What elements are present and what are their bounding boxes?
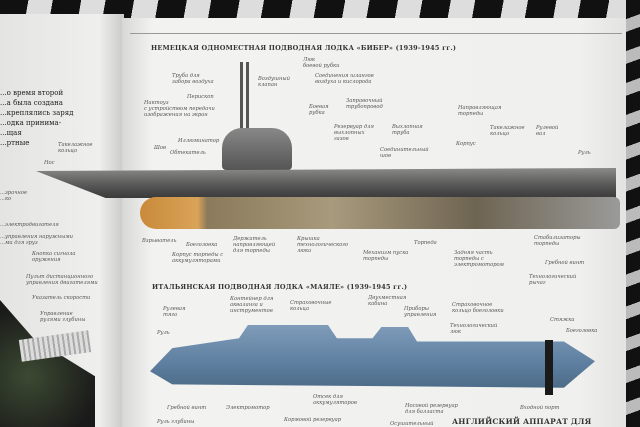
beaver-torpedo: [140, 197, 620, 229]
label: Стяжка: [550, 317, 575, 323]
label: Перископ: [187, 94, 214, 100]
label: Нос: [44, 160, 55, 166]
label: Люк боевой рубки: [303, 57, 340, 69]
left-page-body-text: ...о время второй ...а была создана ...к…: [0, 89, 74, 147]
label: Стабилизаторы торпеды: [534, 235, 581, 247]
label: Механизм пуска торпеды: [363, 250, 409, 262]
label: Технологический люк: [450, 323, 498, 335]
label: Руль: [157, 330, 170, 336]
beaver-conning-tower: [222, 128, 292, 170]
label: Двухместная кабина: [368, 295, 407, 307]
label: Обтекатель: [170, 150, 206, 156]
label: Руль глубины: [157, 419, 195, 425]
label: Приборы управления: [404, 306, 437, 318]
label: Носовой резервуар для балласта: [405, 403, 458, 415]
label: Воздушный клапан: [258, 76, 290, 88]
label: Резервуар для выхлопных газов: [334, 124, 374, 142]
background-fabric: [0, 0, 640, 18]
label: Соединительный шов: [380, 147, 429, 159]
label: Такелажное кольцо: [490, 125, 525, 137]
label: Торпеда: [414, 240, 437, 246]
label: Кормовой резервуар: [284, 417, 342, 423]
periscope: [246, 62, 249, 132]
label: Боеголовка: [566, 328, 598, 334]
background-fabric-right: [626, 0, 640, 427]
label: Страховочные кольца: [290, 300, 332, 312]
label: Такелажное кольцо: [58, 142, 93, 154]
label: Труба для забора воздуха: [172, 73, 214, 85]
label: Электромотор: [226, 405, 270, 411]
label: Корпус: [456, 141, 476, 147]
label: Руль: [578, 150, 591, 156]
label: Иллюминатор: [178, 138, 220, 144]
label: Гребной винт: [545, 260, 585, 266]
label: Входной порт: [520, 405, 560, 411]
label: Нактоуз с устройством передачи изображен…: [144, 100, 215, 118]
label: Направляющая торпеды: [458, 105, 502, 117]
label: Отсек для аккумуляторов: [313, 394, 357, 406]
label: Пульт дистанционного управления двигател…: [26, 274, 98, 286]
label: Боевая рубка: [309, 104, 329, 116]
label: Задняя часть торпеды с электромотором: [454, 250, 504, 268]
label: Осушительный: [390, 421, 434, 427]
next-section-title: АНГЛИЙСКИЙ АППАРАТ ДЛЯ: [452, 417, 592, 426]
header-rule: [130, 33, 622, 34]
beaver-title: НЕМЕЦКАЯ ОДНОМЕСТНАЯ ПОДВОДНАЯ ЛОДКА «БИ…: [151, 44, 457, 52]
label: Держатель направляющей для торпеды: [233, 236, 276, 254]
label: Гребной винт: [167, 405, 207, 411]
label: Крышка технологического люка: [297, 236, 349, 254]
label: Кнопка сигнала оружения: [32, 251, 76, 263]
air-intake-pipe: [240, 62, 243, 132]
label: Заправочный трубопровод: [346, 98, 383, 110]
label: Взрыватель: [142, 238, 177, 244]
label: Технологический рычаг: [529, 274, 577, 286]
beaver-hull: [36, 168, 616, 198]
label: Страховочное кольцо боеголовки: [452, 302, 504, 314]
maiale-title: ИТАЛЬЯНСКАЯ ПОДВОДНАЯ ЛОДКА «МАЯЛЕ» (193…: [152, 283, 408, 291]
label: Боеголовка: [186, 242, 218, 248]
label: Управление рулями глубины: [40, 311, 86, 323]
label: Шов: [154, 145, 167, 151]
warhead-strap: [545, 340, 553, 395]
label: Корпус торпеды с аккумуляторами: [172, 252, 224, 264]
label: ...управления наружными ...ми для груз: [0, 234, 73, 246]
label: Рулевой вал: [536, 125, 559, 137]
label: Контейнер для акваланга и инструментов: [230, 296, 274, 314]
label: ...зрачное ...ко: [0, 190, 28, 202]
label: ...электродвигателя: [0, 222, 59, 228]
label: Выхлопная труба: [392, 124, 423, 136]
label: Указатель скорости: [32, 295, 91, 301]
label: Соединения шлангов воздуха и кислорода: [315, 73, 374, 85]
label: Рулевая тяга: [163, 306, 186, 318]
